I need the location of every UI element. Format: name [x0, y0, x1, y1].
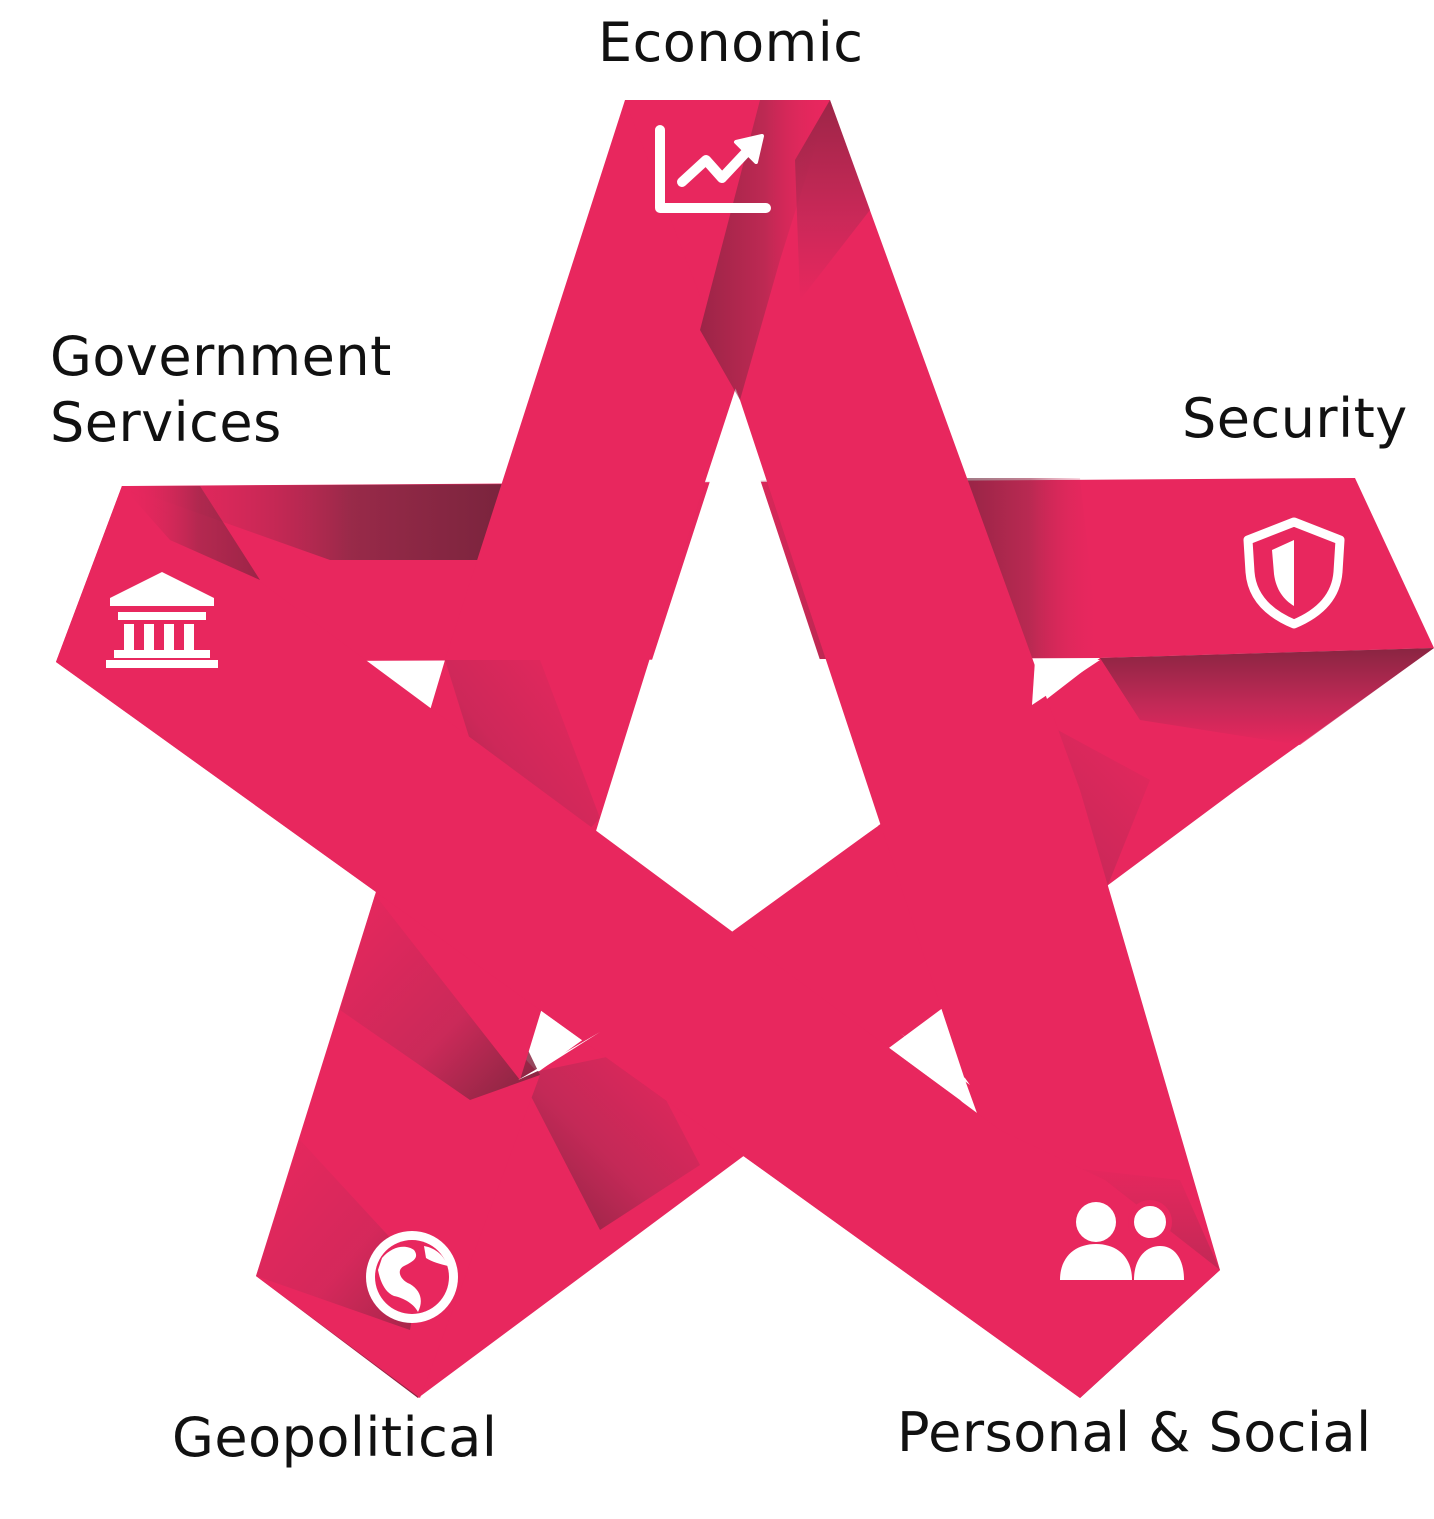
- bank-building-icon: [106, 572, 218, 668]
- label-security-text: Security: [1182, 387, 1408, 450]
- center-gap: [652, 404, 820, 660]
- ribbon-band-government-personal-body: [56, 486, 1220, 1398]
- label-security: Security: [1182, 386, 1408, 452]
- ribbon-fold-shadow: [122, 484, 540, 560]
- ribbon-fold-shadow: [1100, 648, 1434, 745]
- center-gap: [375, 662, 440, 700]
- ribbon-band-economic-right: [625, 100, 1220, 1398]
- label-geopolitical: Geopolitical: [172, 1405, 497, 1471]
- center-gap: [518, 1032, 600, 1080]
- label-personal-social: Personal & Social: [897, 1400, 1372, 1466]
- label-government-line1: Government: [50, 325, 392, 388]
- ribbon-fold-shadow: [122, 486, 260, 580]
- center-gap: [900, 1033, 970, 1085]
- label-personal-social-text: Personal & Social: [897, 1401, 1372, 1464]
- center-gap: [1032, 660, 1100, 705]
- label-geopolitical-text: Geopolitical: [172, 1406, 498, 1469]
- label-economic: Economic: [598, 10, 863, 76]
- shield-icon: [1243, 517, 1345, 629]
- globe-icon: [366, 1231, 458, 1323]
- label-government-line2: Services: [50, 391, 282, 454]
- label-economic-text: Economic: [598, 11, 864, 74]
- ribbon-fold-shadow: [520, 1050, 700, 1230]
- label-government-services: Government Services: [50, 324, 392, 456]
- people-icon: [1060, 1200, 1184, 1280]
- ribbon-fold-shadow: [795, 100, 870, 300]
- center-gap: [600, 660, 878, 924]
- ribbon-fold-shadow: [340, 895, 540, 1100]
- trend-chart-icon: [655, 125, 771, 213]
